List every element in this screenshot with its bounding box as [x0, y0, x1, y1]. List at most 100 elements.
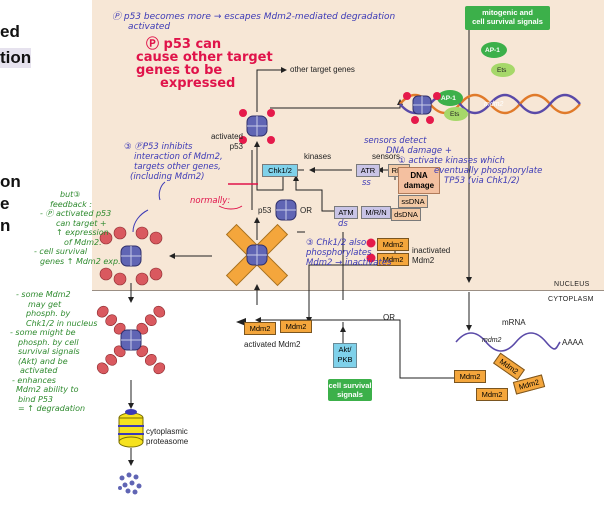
note-green: - some Mdm2 may get phosph. by Chk1/2 in…: [8, 290, 97, 414]
note-green-line-4: Chk1/2 in nucleus: [26, 318, 98, 328]
chk12-box: Chk1/2: [262, 164, 298, 177]
ap1-bound-label: AP-1: [441, 95, 456, 102]
ets-bound-label: Ets: [450, 111, 460, 118]
nucleus-region: [92, 0, 604, 290]
or-label-nucleus: OR: [300, 206, 312, 215]
cytoplasm-label: CYTOPLASM: [548, 296, 594, 303]
note-green-line-8: (Akt) and be: [18, 356, 68, 366]
cutoff-text-4: e: [0, 194, 10, 213]
note-chk-line-2: phosphorylates: [306, 248, 372, 258]
ubiquitinated-p53-lower: [96, 305, 166, 375]
cell-survival-word: cell survival: [328, 381, 372, 390]
peptide-fragments-icon: [118, 472, 142, 495]
mitogenic-label-2: cell survival signals: [472, 17, 543, 26]
dsdna-box: dsDNA: [391, 208, 421, 221]
mdm2-activated-box-2: Mdm2: [280, 320, 312, 333]
mrna-gene-label: mdm2: [482, 337, 502, 344]
p53-word: p53: [229, 142, 243, 151]
p53-mdm2-complex: [225, 223, 289, 287]
ets-label: Ets: [497, 67, 507, 74]
p53-bound-dna: [403, 92, 441, 124]
mdm2-translated-3: Mdm2: [476, 388, 508, 401]
nucleus-label: NUCLEUS: [554, 281, 590, 288]
note-feedback-line-6: of Mdm2.: [64, 237, 102, 247]
note-feedback-line-1: but③: [60, 190, 81, 199]
note-ds: ds: [338, 219, 348, 229]
note-sensors-line-5: TP53 (via Chk1/2): [444, 176, 520, 186]
note-inhibits-line-3: targets other genes,: [134, 162, 221, 172]
atm-box: ATM: [334, 206, 358, 219]
signals-word: signals: [337, 390, 363, 399]
dna-damage-box: DNA damage: [398, 167, 440, 194]
mdm2-activated-box-1: Mdm2: [244, 322, 276, 335]
note-inhibits-line-2: interaction of Mdm2,: [134, 152, 223, 162]
note-top-line-2: activated: [128, 22, 171, 32]
akt-pkb-box: Akt/ PKB: [333, 343, 357, 368]
phospho-mark-mdm2-2: [366, 253, 376, 263]
mrna-label: mRNA: [502, 318, 526, 327]
note-green-line-3: phosph. by: [26, 309, 71, 318]
akt-word: Akt/: [338, 345, 352, 354]
note-inhibits-line-1: ③ ⓅP53 inhibits: [124, 142, 193, 152]
proteasome-icon: [118, 409, 144, 448]
note-green-line-2: may get: [28, 299, 62, 309]
kinases-label: kinases: [304, 152, 332, 161]
note-green-line-9: activated: [20, 366, 58, 375]
mdm2-gene-label: mdm2: [484, 101, 504, 108]
activated-word: activated: [210, 132, 243, 141]
inactivated-mdm2-label: inactivated Mdm2: [412, 246, 450, 266]
note-inhibits: ③ ⓅP53 inhibits interaction of Mdm2, tar…: [124, 142, 223, 182]
note-green-line-6: phosph. by cell: [18, 337, 79, 347]
note-chk-also: ③ Chk1/2 also phosphorylates Mdm2 → inac…: [306, 238, 392, 268]
note-sensors-line-2: DNA damage +: [386, 146, 452, 156]
note-green-line-5: - some might be: [10, 328, 76, 337]
sensors-label: sensors: [372, 152, 401, 161]
cutoff-text-1: ed: [0, 22, 20, 41]
cytoplasmic-word: cytoplasmic: [146, 427, 188, 436]
cutoff-text-2: tion: [0, 48, 32, 68]
note-chk-line-3: Mdm2 → inactivates: [306, 258, 392, 268]
ssdna-box: ssDNA: [398, 195, 428, 208]
activated-p53-label: activated p53: [205, 132, 243, 152]
cutoff-text-5: n: [0, 216, 11, 235]
p53-label: p53: [258, 206, 272, 215]
mdm2-box-2: Mdm2: [377, 253, 409, 266]
note-red-line-2: cause other target: [136, 50, 273, 65]
cutoff-text-3: on: [0, 172, 21, 191]
note-green-line-13: = ↑ degradation: [18, 404, 86, 413]
note-green-line-12: bind P53: [18, 394, 53, 404]
inactivated-word: inactivated: [412, 246, 451, 255]
note-top: Ⓟ p53 becomes more → escapes Mdm2-mediat…: [112, 12, 395, 32]
damage-word: damage: [403, 181, 435, 190]
note-red-line-1: Ⓟ p53 can: [146, 37, 222, 52]
note-feedback-line-5: ↑ expression: [56, 228, 109, 237]
note-green-line-10: - enhances: [12, 375, 56, 385]
mrna-strand: [455, 332, 561, 352]
cell-survival-signals-box: cell survival signals: [328, 379, 372, 401]
note-feedback-line-8: genes ↑ Mdm2 exp.: [40, 256, 121, 266]
note-green-line-11: Mdm2 ability to: [16, 385, 79, 394]
note-red: Ⓟ p53 can cause other target genes to be…: [136, 38, 273, 90]
note-green-line-7: survival signals: [18, 347, 80, 356]
ubiquitinated-p53-upper: [99, 226, 163, 286]
note-green-line-1: - some Mdm2: [16, 290, 71, 299]
atr-box: ATR: [356, 164, 380, 177]
polya-tail-label: AAAA: [562, 338, 584, 347]
note-ss: ss: [362, 178, 371, 188]
or-label-cytoplasm: OR: [383, 313, 395, 322]
note-feedback-line-4: can target +: [56, 218, 107, 228]
note-sensors-detect: sensors detect DNA damage + ① activate k…: [364, 136, 542, 186]
note-normally: normally:: [190, 196, 231, 206]
other-target-genes-label: other target genes: [290, 65, 355, 74]
activated-mdm2-label: activated Mdm2: [244, 340, 301, 349]
proteasome-label: cytoplasmic proteasome: [146, 427, 188, 447]
note-red-line-4: expressed: [160, 76, 236, 91]
mdm2-box-1: Mdm2: [377, 238, 409, 251]
note-sensors-line-4: eventually phosphorylate: [434, 166, 543, 176]
mitogenic-label-1: mitogenic and: [482, 8, 533, 17]
nuclear-membrane: [92, 290, 604, 291]
mitogenic-signals-box: mitogenic and cell survival signals: [465, 6, 550, 30]
mdm2-translated-1: Mdm2: [454, 370, 486, 383]
pkb-word: PKB: [337, 355, 353, 364]
note-sensors-line-1: sensors detect: [364, 136, 427, 146]
